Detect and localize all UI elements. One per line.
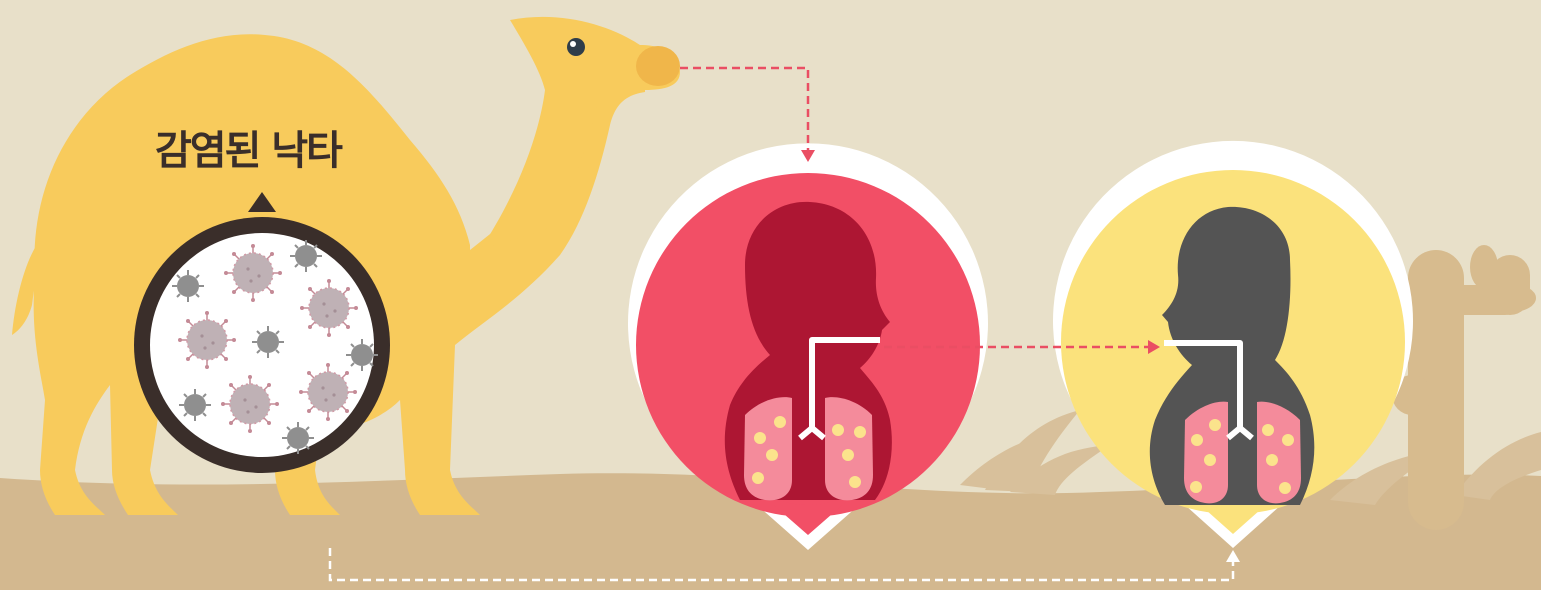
virus-icon xyxy=(224,244,282,302)
virus-icon xyxy=(300,279,358,337)
virus-icon xyxy=(221,375,279,433)
camel-label: 감염된 낙타 xyxy=(155,118,395,176)
virus-icon xyxy=(178,311,236,369)
virus-icon xyxy=(299,363,357,421)
